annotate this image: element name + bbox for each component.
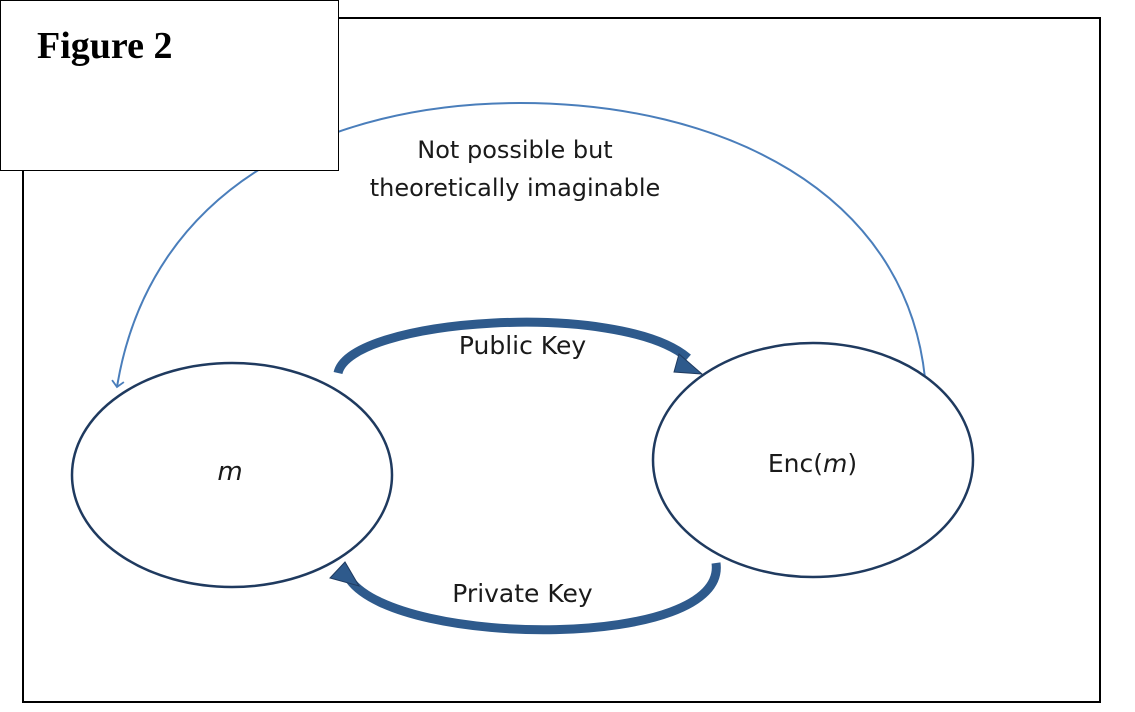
ciphertext-node	[651, 341, 975, 579]
decrypt-arrowhead	[329, 561, 361, 587]
ciphertext-label-prefix: Enc(	[767, 449, 823, 478]
break-arrow-label: Not possible but theoretically imaginabl…	[330, 131, 700, 207]
plaintext-node	[70, 361, 394, 589]
plaintext-node-label: m	[217, 457, 243, 487]
decrypt-arrow	[346, 562, 721, 635]
figure-title: Figure 2	[37, 25, 173, 67]
encrypt-arrow-label: Public Key	[458, 331, 587, 360]
break-arrow-label-line1: Not possible but	[417, 136, 613, 164]
break-arrow-label-line2: theoretically imaginable	[369, 174, 661, 202]
break-arrow	[111, 101, 926, 389]
ciphertext-label-var: m	[823, 449, 848, 478]
ciphertext-label-suffix: )	[847, 449, 858, 478]
ciphertext-node-label: Enc(m)	[730, 449, 895, 478]
encrypt-arrowhead	[673, 353, 704, 375]
figure-title-box: Figure 2	[0, 0, 339, 171]
encrypt-arrow	[333, 317, 691, 375]
decrypt-arrow-label: Private Key	[452, 579, 593, 608]
